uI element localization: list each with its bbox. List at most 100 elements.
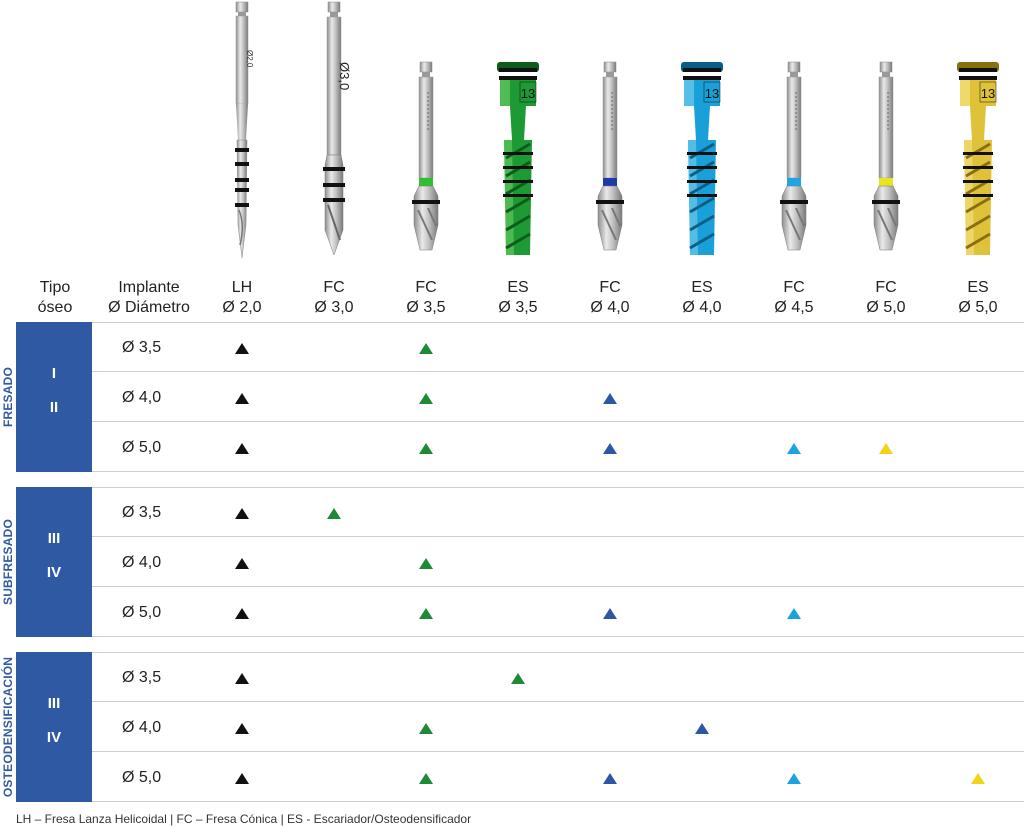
column-diameter: Ø 4,0: [682, 299, 722, 316]
fc-4-0-drill-icon: [580, 0, 640, 262]
fc-3-0-drill-icon: Ø3,0: [304, 0, 364, 262]
svg-text:13: 13: [521, 86, 535, 101]
triangle-marker-icon: [419, 773, 433, 784]
section-block: [16, 487, 92, 637]
implant-diameter-label: Ø 3,5: [122, 339, 162, 356]
column-diameter: Ø 3,5: [406, 299, 446, 316]
implant-diameter-label: Ø 5,0: [122, 769, 162, 786]
triangle-marker-icon: [787, 608, 801, 619]
triangle-marker-icon: [419, 393, 433, 404]
bone-type-label: II: [49, 399, 59, 416]
column-diameter: Ø 3,0: [314, 299, 354, 316]
implant-diameter-label: Ø 5,0: [122, 439, 162, 456]
triangle-marker-icon: [235, 723, 249, 734]
implant-diameter-header: Implante Ø Diámetro: [108, 279, 190, 316]
bone-type-label: I: [51, 365, 57, 382]
column-type: FC: [599, 279, 621, 296]
bone-type-label: IV: [46, 729, 62, 746]
fc-3-5-drill-icon: [396, 0, 456, 262]
column-type: ES: [507, 279, 529, 296]
triangle-marker-icon: [787, 773, 801, 784]
implant-diameter-label: Ø 4,0: [122, 389, 162, 406]
triangle-marker-icon: [603, 773, 617, 784]
fc-4-5-drill-icon: [764, 0, 824, 262]
section-block: [16, 652, 92, 802]
implant-diameter-label: Ø 5,0: [122, 604, 162, 621]
row-divider: [92, 636, 1024, 637]
bone-type-header: Tipo óseo: [37, 279, 73, 316]
column-type: FC: [875, 279, 897, 296]
implant-diameter-label: Ø 4,0: [122, 719, 162, 736]
row-divider: [92, 801, 1024, 802]
column-type: ES: [967, 279, 989, 296]
column-type: FC: [415, 279, 437, 296]
lh-2-0-drill-icon: Ø2,0: [212, 0, 272, 262]
es-5-0-osteotome-icon: 13: [948, 0, 1008, 262]
column-type: FC: [783, 279, 805, 296]
row-divider: [92, 751, 1024, 752]
column-diameter: Ø 5,0: [866, 299, 906, 316]
triangle-marker-icon: [695, 723, 709, 734]
column-header: FC Ø 4,0: [570, 278, 650, 318]
column-header: FC Ø 5,0: [846, 278, 926, 318]
row-divider: [92, 421, 1024, 422]
section-label-text: SUBFRESADO: [1, 518, 15, 606]
section-label-text: FRESADO: [1, 366, 15, 428]
implant-diameter-label: Ø 3,5: [122, 669, 162, 686]
legend-footer: LH – Fresa Lanza Helicoidal | FC – Fresa…: [16, 812, 472, 826]
triangle-marker-icon: [235, 673, 249, 684]
triangle-marker-icon: [235, 393, 249, 404]
column-header: LH Ø 2,0: [202, 278, 282, 318]
column-header: ES Ø 4,0: [662, 278, 742, 318]
column-diameter: Ø 4,0: [590, 299, 630, 316]
column-type: FC: [323, 279, 345, 296]
fc-5-0-drill-icon: [856, 0, 916, 262]
triangle-marker-icon: [419, 558, 433, 569]
bone-type-label: III: [47, 530, 61, 547]
triangle-marker-icon: [971, 773, 985, 784]
column-diameter: Ø 5,0: [958, 299, 998, 316]
triangle-marker-icon: [235, 443, 249, 454]
triangle-marker-icon: [235, 558, 249, 569]
es-3-5-osteotome-icon: 13: [488, 0, 548, 262]
svg-text:13: 13: [981, 86, 995, 101]
bone-type-label: III: [47, 695, 61, 712]
section-label-text: OSTEODENSIFICACIÓN: [1, 656, 15, 798]
row-divider: [92, 652, 1024, 653]
row-divider: [92, 322, 1024, 323]
column-type: ES: [691, 279, 713, 296]
column-header: FC Ø 4,5: [754, 278, 834, 318]
implant-diameter-label: Ø 3,5: [122, 504, 162, 521]
triangle-marker-icon: [419, 343, 433, 354]
section-block: [16, 322, 92, 472]
triangle-marker-icon: [235, 508, 249, 519]
column-header: FC Ø 3,5: [386, 278, 466, 318]
triangle-marker-icon: [603, 443, 617, 454]
svg-text:Ø3,0: Ø3,0: [337, 62, 352, 90]
triangle-marker-icon: [879, 443, 893, 454]
es-4-0-osteotome-icon: 13: [672, 0, 732, 262]
column-header: FC Ø 3,0: [294, 278, 374, 318]
triangle-marker-icon: [787, 443, 801, 454]
column-diameter: Ø 3,5: [498, 299, 538, 316]
triangle-marker-icon: [327, 508, 341, 519]
triangle-marker-icon: [235, 343, 249, 354]
triangle-marker-icon: [235, 773, 249, 784]
column-header: ES Ø 5,0: [938, 278, 1018, 318]
column-diameter: Ø 2,0: [222, 299, 262, 316]
row-divider: [92, 471, 1024, 472]
row-divider: [92, 701, 1024, 702]
triangle-marker-icon: [603, 608, 617, 619]
triangle-marker-icon: [419, 723, 433, 734]
row-divider: [92, 536, 1024, 537]
triangle-marker-icon: [511, 673, 525, 684]
triangle-marker-icon: [603, 393, 617, 404]
triangle-marker-icon: [419, 443, 433, 454]
svg-text:13: 13: [705, 86, 719, 101]
row-divider: [92, 487, 1024, 488]
svg-text:Ø2,0: Ø2,0: [245, 50, 254, 68]
bone-type-label: IV: [46, 564, 62, 581]
column-header: ES Ø 3,5: [478, 278, 558, 318]
column-diameter: Ø 4,5: [774, 299, 814, 316]
row-divider: [92, 586, 1024, 587]
